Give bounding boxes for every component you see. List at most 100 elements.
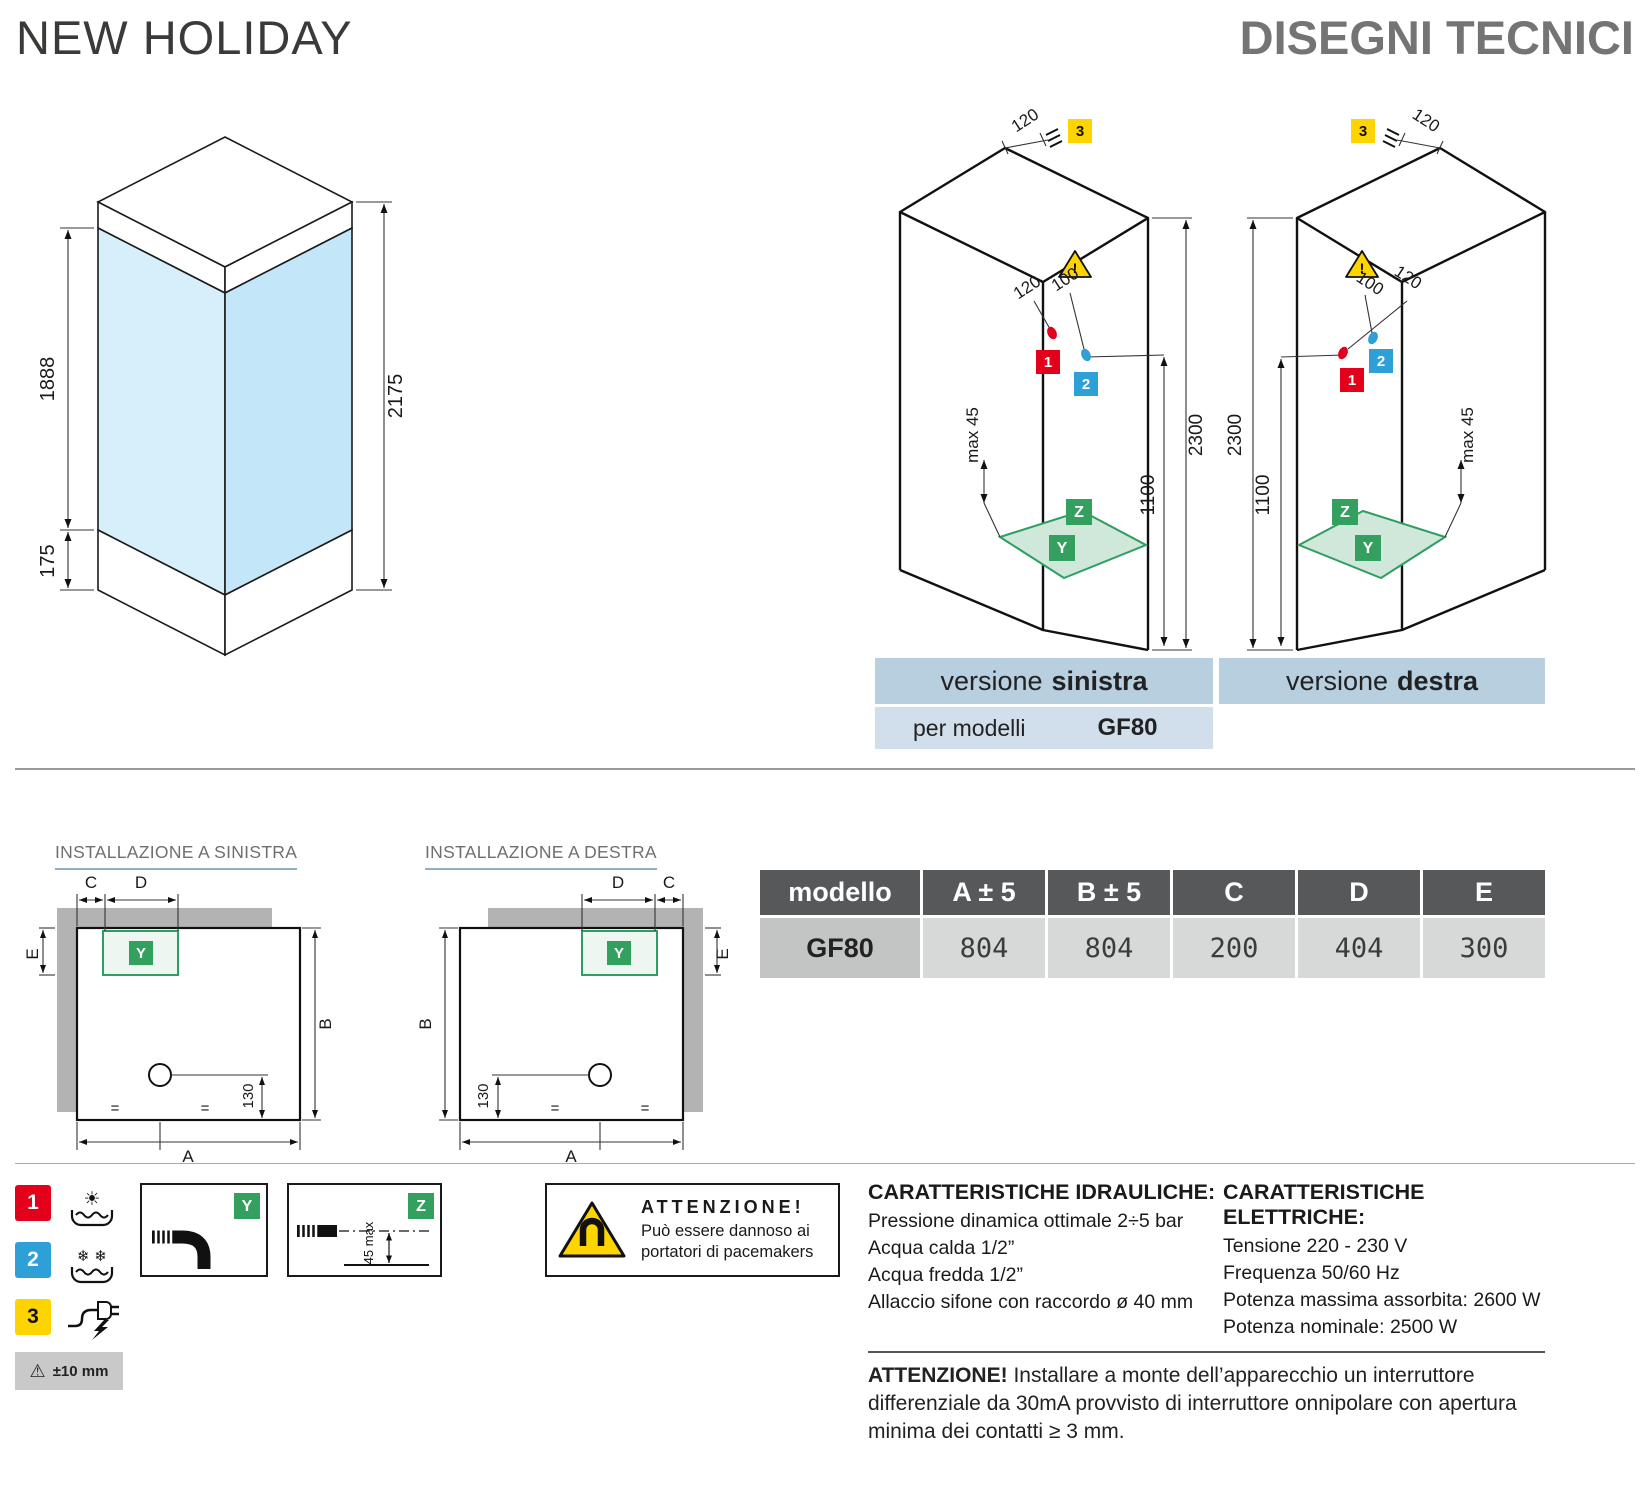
- spec-line: Acqua calda 1/2”: [868, 1237, 1015, 1259]
- cold-water-point: [1368, 331, 1378, 345]
- hot-water-point: [1047, 326, 1057, 340]
- badge-2: [1074, 372, 1098, 396]
- caption-normal: versione: [1285, 665, 1388, 696]
- legend-badge-cold: 2: [15, 1242, 51, 1278]
- wall-left: [57, 908, 77, 1112]
- models-label: per modelli: [913, 714, 1026, 741]
- dim-120-top: 120: [1008, 105, 1042, 136]
- svg-text:☀: ☀: [83, 1188, 100, 1210]
- models-row: per modelli GF80: [875, 707, 1213, 749]
- spec-line: Frequenza 50/60 Hz: [1223, 1262, 1400, 1284]
- electric-title: CARATTERISTICHE ELETTRICHE:: [1223, 1180, 1425, 1229]
- legend-badge-hot: 1: [15, 1185, 51, 1221]
- tech-view-left: ! 3 1 2 Z Y 120 120 100 max 45 2300 1100: [898, 105, 1207, 652]
- badge-3: [1068, 119, 1092, 143]
- svg-text:Z: Z: [1340, 504, 1350, 521]
- dim-1100: 1100: [1138, 475, 1159, 516]
- dim-1100: 1100: [1253, 475, 1274, 516]
- version-caption-left: versione sinistra: [875, 658, 1213, 704]
- spec-line: Allaccio sifone con raccordo ø 40 mm: [868, 1291, 1194, 1313]
- dim-2300: 2300: [1225, 414, 1246, 456]
- badge-y: [1355, 535, 1381, 561]
- svg-text:Y: Y: [1057, 540, 1068, 557]
- badge-3: [1351, 119, 1375, 143]
- dim-175: 175: [40, 544, 59, 577]
- iso-dimension-labels: 1888 175 2175: [40, 357, 407, 578]
- z-fitting-box: 45 max Z: [287, 1183, 442, 1277]
- dim-a: A: [182, 1147, 194, 1165]
- svg-text:Z: Z: [416, 1198, 426, 1215]
- drain-hole: [148, 1063, 172, 1087]
- legend-badge-electric: 3: [15, 1299, 51, 1335]
- divider-top: [15, 768, 1635, 770]
- svg-text:3: 3: [1076, 123, 1084, 140]
- equal-mark-left: =: [551, 1100, 560, 1117]
- dimension-lines: [439, 894, 721, 1150]
- svg-text:Y: Y: [136, 945, 146, 962]
- dimension-labels: D C E B 130 = = A: [416, 873, 732, 1165]
- tolerance-value: ±10 mm: [52, 1362, 109, 1380]
- table-header-d: D: [1298, 870, 1420, 915]
- table-cell-c: 200: [1173, 918, 1295, 978]
- warning-exclamation: !: [1360, 260, 1365, 276]
- caption-bold: destra: [1397, 665, 1479, 696]
- hydraulic-title: CARATTERISTICHE IDRAULICHE:: [868, 1180, 1216, 1204]
- dim-130: 130: [475, 1083, 492, 1108]
- hot-water-icon: ☀: [70, 1188, 114, 1227]
- badge-y: [607, 941, 631, 965]
- dim-1888: 1888: [40, 357, 59, 402]
- badge-z: [1332, 499, 1358, 525]
- iso-dimension-lines: [60, 201, 392, 591]
- divider-warning: [868, 1351, 1545, 1353]
- svg-text:2: 2: [1082, 376, 1090, 393]
- badge-y: [234, 1193, 260, 1219]
- lightning-bolt: [92, 1320, 109, 1340]
- dim-2175: 2175: [385, 374, 407, 419]
- cold-water-point: [1081, 348, 1091, 362]
- warning-exclamation: !: [1073, 260, 1078, 276]
- badge-1: [1036, 350, 1060, 374]
- drain-elbow-icon: Y: [152, 1193, 260, 1269]
- dim-e: E: [713, 948, 732, 959]
- warning-title: ATTENZIONE!: [868, 1364, 1008, 1387]
- water-outlet-icon: [1045, 128, 1063, 148]
- tolerance-chip: ⚠ ±10 mm: [15, 1352, 123, 1390]
- plan-right-title: INSTALLAZIONE A DESTRA: [425, 842, 657, 870]
- equal-mark-right: =: [201, 1100, 210, 1117]
- warning-text: Installare a monte dell’apparecchio un i…: [868, 1364, 1517, 1443]
- caption-normal: versione: [940, 665, 1043, 696]
- pacemaker-warning-text: ATTENZIONE! Può essere dannoso ai portat…: [641, 1197, 813, 1263]
- model-name: GF80: [1097, 714, 1158, 741]
- dimension-lines: [39, 894, 321, 1150]
- plan-left-drawing: Y C D E B 130 = = A: [25, 873, 335, 1165]
- table-cell-model: GF80: [760, 918, 920, 978]
- svg-text:1: 1: [1044, 354, 1052, 371]
- caption-bold: sinistra: [1051, 665, 1148, 696]
- dim-c: C: [663, 873, 675, 892]
- svg-text:Y: Y: [614, 945, 624, 962]
- electric-specs: CARATTERISTICHE ELETTRICHE: Tensione 220…: [1223, 1180, 1553, 1341]
- warning-triangle-icon: ⚠: [29, 1360, 46, 1382]
- svg-text:Z: Z: [1074, 504, 1084, 521]
- dim-120-hot: 120: [1010, 272, 1044, 303]
- hot-water-point: [1338, 346, 1348, 360]
- svg-text:2: 2: [1377, 353, 1385, 370]
- svg-text:Y: Y: [1363, 540, 1374, 557]
- table-header-b: B ± 5: [1048, 870, 1170, 915]
- dim-d: D: [135, 873, 147, 892]
- badges: 3 1 2 Z Y: [1332, 119, 1393, 561]
- dim-max45: max 45: [1458, 407, 1477, 463]
- dim-d: D: [612, 873, 624, 892]
- spec-line: Tensione 220 - 230 V: [1223, 1235, 1408, 1257]
- table-cell-d: 404: [1298, 918, 1420, 978]
- cabin-wireframe: [1295, 146, 1547, 652]
- magnet-warning-icon: [558, 1201, 626, 1258]
- badge-y: [1049, 535, 1075, 561]
- divider-bottom: [15, 1163, 1635, 1164]
- dim-120-top: 120: [1409, 105, 1443, 136]
- wall-top: [65, 908, 272, 928]
- equal-mark-left: =: [111, 1100, 120, 1117]
- dim-e: E: [25, 948, 42, 959]
- attention-title: ATTENZIONE!: [641, 1197, 805, 1217]
